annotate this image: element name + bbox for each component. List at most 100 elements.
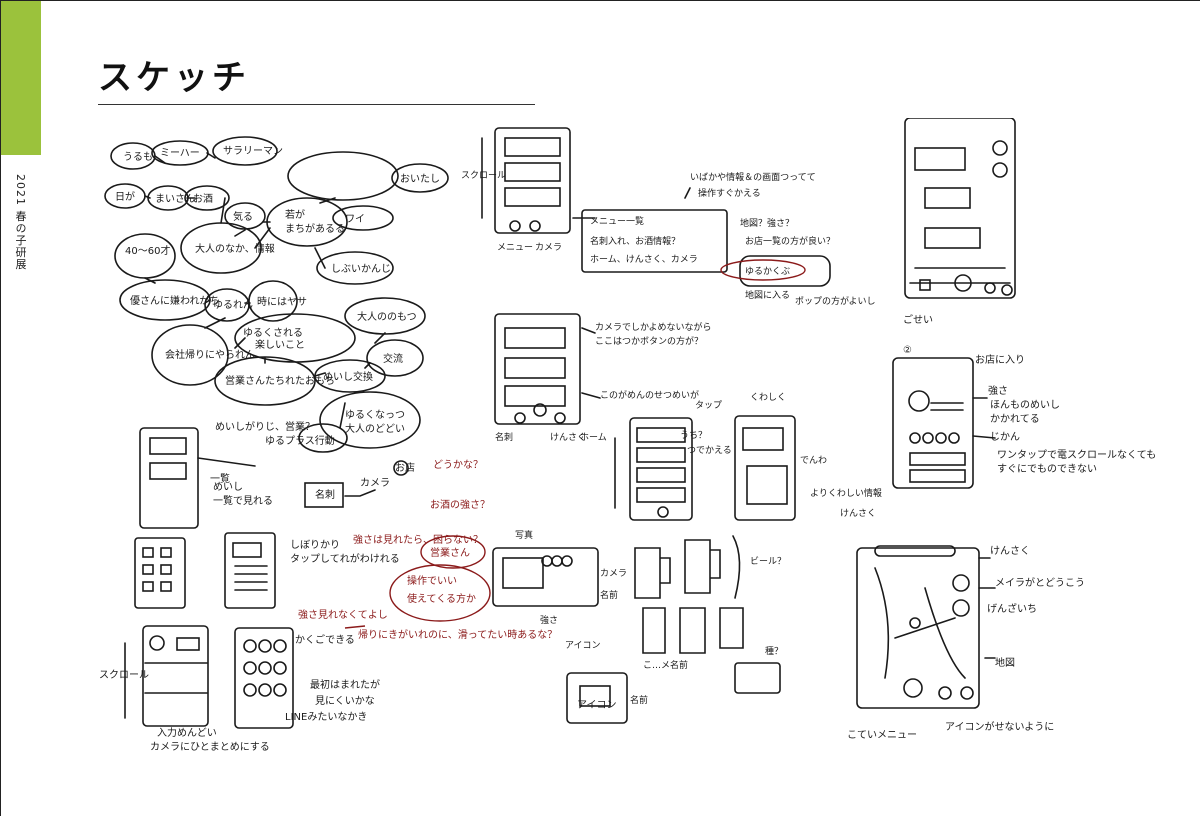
svg-text:時にはヤサ: 時にはヤサ — [257, 296, 307, 308]
svg-text:カメラでしかよめないながら: カメラでしかよめないながら — [595, 321, 712, 333]
svg-text:こていメニュー: こていメニュー — [847, 730, 917, 741]
svg-text:強さは見れたら、困らない？: 強さは見れたら、困らない？ — [353, 533, 483, 546]
svg-text:強さ: 強さ — [540, 614, 558, 626]
svg-text:けんさく: けんさく — [550, 432, 586, 443]
svg-text:アイコン: アイコン — [577, 700, 617, 711]
sketch-drawing: うるも ミーハー サラリーマン 日が まいさん お酒 気る 大人のなか、情報 若… — [99, 108, 1156, 753]
flow-notes: めいし 一覧で見れる 名刺 カメラ お店 しぼりかり タップしてれがわけれる か… — [99, 461, 415, 753]
middle-notes: スクロール メニュー カメラ いばかや情報＆の画面つってて 操作すぐかえる メニ… — [461, 170, 882, 706]
svg-text:まいさん: まいさん — [155, 193, 195, 205]
svg-text:つでかえる: つでかえる — [687, 445, 732, 456]
red-notes: どうかな？ お酒の強さ？ 強さは見れたら、困らない？ 営業さん 操作でいい 使え… — [298, 459, 557, 641]
svg-text:くわしく: くわしく — [750, 392, 786, 403]
svg-text:交流: 交流 — [383, 352, 403, 365]
svg-text:タップしてれがわけれる: タップしてれがわけれる — [290, 552, 400, 565]
svg-text:アイコンがせないように: アイコンがせないように — [945, 720, 1054, 733]
svg-text:じかん: じかん — [990, 431, 1020, 443]
accent-bar — [1, 1, 41, 155]
svg-text:ゆるプラス行動: ゆるプラス行動 — [265, 434, 335, 447]
svg-text:アイコン: アイコン — [565, 641, 601, 651]
svg-text:カメラにひとまとめにする: カメラにひとまとめにする — [150, 741, 270, 753]
svg-text:ワンタップで電スクロールなくても: ワンタップで電スクロールなくても — [997, 449, 1156, 461]
svg-text:優さんに嫌われがち: 優さんに嫌われがち — [130, 294, 220, 307]
svg-text:しぼりかり: しぼりかり — [290, 539, 340, 551]
svg-text:こ…メ名前: こ…メ名前 — [643, 659, 688, 671]
svg-text:どうかな？: どうかな？ — [433, 459, 483, 471]
svg-text:サラリーマン: サラリーマン — [223, 145, 283, 157]
svg-text:操作すぐかえる: 操作すぐかえる — [698, 187, 761, 199]
svg-text:お店一覧の方が良い？: お店一覧の方が良い？ — [745, 235, 835, 247]
svg-text:強さ見れなくてよし: 強さ見れなくてよし — [298, 608, 388, 621]
svg-text:帰りにきがいれのに、滑ってたい時あるな？: 帰りにきがいれのに、滑ってたい時あるな？ — [358, 628, 557, 641]
svg-text:お酒の強さ？: お酒の強さ？ — [430, 498, 490, 511]
svg-text:スクロール: スクロール — [99, 669, 149, 681]
svg-text:営業さん: 営業さん — [430, 546, 470, 559]
svg-text:名刺入れ、お酒情報？: 名刺入れ、お酒情報？ — [590, 235, 680, 247]
svg-text:①: ① — [955, 118, 964, 119]
svg-text:営業さんたちれたおもち: 営業さんたちれたおもち — [225, 374, 335, 387]
svg-text:一覧: 一覧 — [210, 473, 230, 485]
svg-text:いばかや情報＆の画面つってて: いばかや情報＆の画面つってて — [690, 171, 816, 183]
svg-text:ごせい: ごせい — [903, 313, 933, 326]
page-top-border — [0, 0, 1200, 1]
svg-text:名刺: 名刺 — [315, 488, 335, 501]
svg-text:ゆるくなっつ: ゆるくなっつ — [345, 409, 405, 421]
svg-text:LINEみたいなかき: LINEみたいなかき — [285, 711, 367, 723]
svg-text:ホーム: ホーム — [580, 432, 607, 443]
svg-text:お酒: お酒 — [193, 193, 213, 205]
svg-text:カメラ: カメラ — [600, 568, 627, 579]
svg-text:ワイ: ワイ — [345, 214, 365, 225]
svg-text:お店に入り: お店に入り — [975, 353, 1025, 366]
svg-text:40〜60才: 40〜60才 — [125, 244, 170, 257]
svg-text:②: ② — [903, 345, 912, 356]
side-label: 2021 春の子研展 — [14, 174, 27, 271]
svg-text:おいたし: おいたし — [400, 173, 440, 185]
svg-text:メニュー一覧: メニュー一覧 — [590, 215, 644, 227]
svg-text:かくごできる: かくごできる — [295, 633, 355, 646]
svg-text:名前: 名前 — [600, 589, 618, 601]
svg-text:でんわ: でんわ — [800, 455, 827, 466]
svg-text:うち？: うち？ — [680, 430, 707, 441]
svg-text:めいし交換: めいし交換 — [323, 370, 373, 383]
svg-text:地図: 地図 — [995, 656, 1015, 669]
svg-text:強さ: 強さ — [988, 384, 1008, 397]
svg-text:ポップの方がよいし: ポップの方がよいし — [795, 295, 876, 307]
svg-text:ゆるれん: ゆるれん — [213, 299, 253, 311]
svg-text:ほんものめいし: ほんものめいし — [990, 399, 1060, 411]
svg-text:このがめんのせつめいが: このがめんのせつめいが — [600, 389, 699, 401]
svg-text:メイラがとどうこう: メイラがとどうこう — [995, 576, 1085, 589]
svg-text:最初はまれたが: 最初はまれたが — [310, 678, 380, 691]
svg-text:会社帰りにやられん: 会社帰りにやられん — [165, 348, 255, 361]
svg-text:大人のどどい: 大人のどどい — [345, 422, 405, 435]
svg-text:楽しいこと: 楽しいこと — [255, 338, 305, 351]
svg-text:よりくわしい情報: よりくわしい情報 — [810, 487, 882, 499]
svg-text:けんさく: けんさく — [990, 545, 1030, 557]
svg-text:まちがあるる: まちがあるる — [285, 222, 345, 235]
svg-text:かかれてる: かかれてる — [990, 413, 1040, 425]
svg-text:ミーハー: ミーハー — [160, 148, 200, 159]
svg-text:操作でいい: 操作でいい — [407, 574, 457, 587]
svg-text:ゆるくされる: ゆるくされる — [243, 327, 303, 339]
svg-text:写真: 写真 — [515, 529, 533, 541]
svg-text:日が: 日が — [115, 190, 135, 203]
svg-text:スクロール: スクロール — [461, 170, 506, 181]
svg-text:大人ののもつ: 大人ののもつ — [357, 310, 417, 323]
svg-text:地図？強さ？: 地図？強さ？ — [740, 217, 794, 229]
svg-text:一覧で見れる: 一覧で見れる — [213, 495, 273, 507]
svg-text:種？: 種？ — [765, 646, 783, 657]
svg-text:使えてくる方か: 使えてくる方か — [407, 592, 476, 605]
svg-text:気る: 気る — [233, 210, 253, 223]
svg-text:しぶいかんじ: しぶいかんじ — [331, 263, 391, 275]
mindmap-notes: うるも ミーハー サラリーマン 日が まいさん お酒 気る 大人のなか、情報 若… — [115, 145, 440, 447]
svg-text:ここはつかボタンの方が？: ここはつかボタンの方が？ — [595, 335, 703, 347]
title-rule — [98, 104, 535, 105]
svg-text:メニュー: メニュー — [497, 243, 533, 253]
svg-text:げんざいち: げんざいち — [987, 602, 1037, 615]
svg-text:けんさく: けんさく — [840, 508, 876, 519]
svg-text:すぐにでものできない: すぐにでものできない — [997, 463, 1097, 475]
svg-text:見にくいかな: 見にくいかな — [315, 695, 375, 707]
svg-text:若が: 若が — [285, 208, 305, 221]
svg-text:タップ: タップ — [695, 400, 722, 411]
svg-text:うるも: うるも — [123, 151, 153, 163]
svg-text:地図に入る: 地図に入る — [745, 289, 790, 301]
